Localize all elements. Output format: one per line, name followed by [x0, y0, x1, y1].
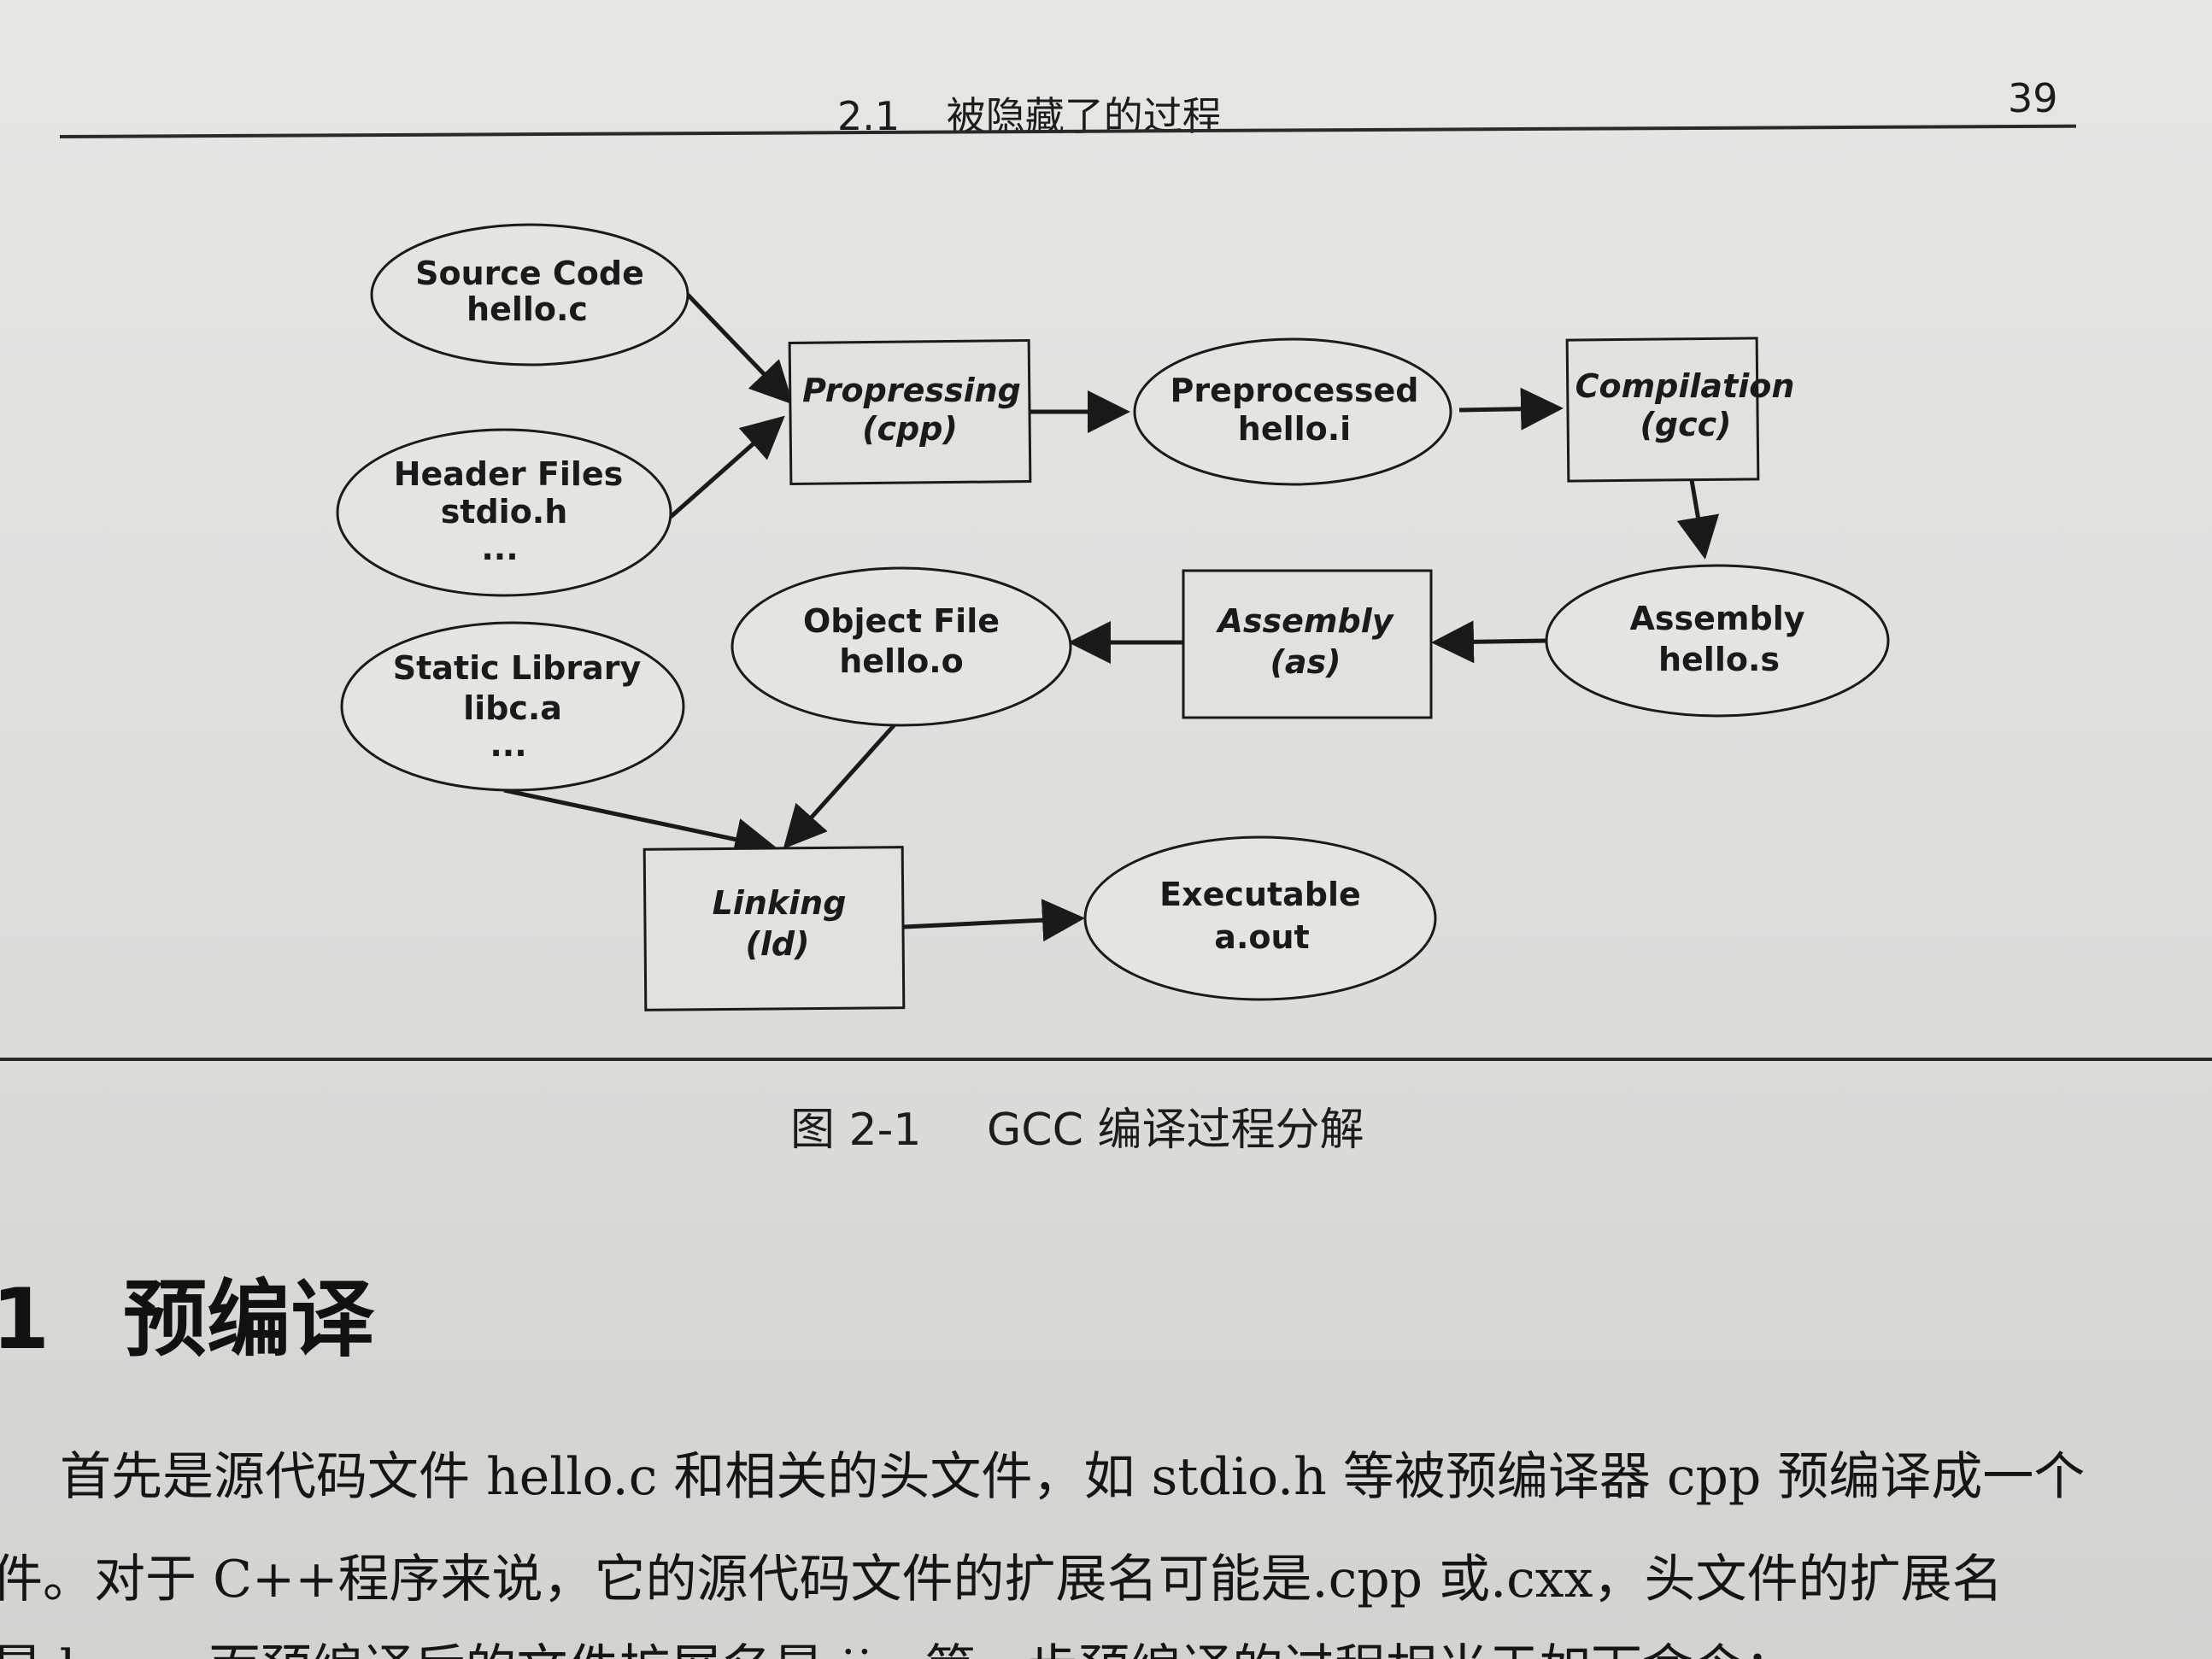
label-assembly-file-line2: hello.s [1658, 641, 1780, 678]
label-static-library-line2: libc.a [463, 689, 562, 727]
label-object-file-line1: Object File [803, 602, 1000, 640]
node-static-library [340, 621, 685, 792]
arrow-preprocessed-to-gcc [1458, 387, 1564, 431]
arrow-source-to-cpp [686, 293, 794, 405]
node-executable [1083, 835, 1437, 1001]
label-static-library-line1: Static Library [393, 649, 642, 687]
arrow-library-to-ld [503, 788, 777, 861]
arrow-assembly-file-to-as [1431, 620, 1549, 664]
body-paragraph-line: 首先是源代码文件 hello.c 和相关的头文件，如 stdio.h 等被预编译… [60, 1447, 2086, 1507]
label-static-library-line3: ... [490, 726, 526, 764]
node-object-file [730, 566, 1072, 727]
arrow-object-to-ld [783, 720, 899, 849]
arrow-ld-to-executable [903, 899, 1085, 942]
figure-number: 图 2-1 [790, 1105, 922, 1156]
node-linking [642, 846, 906, 1011]
figure-title: GCC 编译过程分解 [987, 1105, 1364, 1156]
label-executable-line2: a.out [1214, 918, 1309, 956]
node-source-code [370, 223, 689, 366]
label-object-file-line2: hello.o [839, 642, 964, 680]
node-compilation [1565, 337, 1760, 483]
arrow-headers-to-cpp [669, 415, 785, 519]
label-preprocessed-line1: Preprocessed [1171, 372, 1419, 409]
figure-bottom-rule [0, 1058, 2212, 1061]
label-source-code-line1: Source Code [415, 255, 644, 292]
label-assembly-step-line2: (as) [1270, 643, 1341, 681]
label-header-files-line3: ... [481, 530, 518, 567]
section-heading: 1 预编译 [0, 1252, 374, 1373]
node-propressing [788, 339, 1032, 485]
body-paragraph-line: 件。对于 C++程序来说，它的源代码文件的扩展名可能是.cpp 或.cxx，头文… [0, 1550, 2004, 1609]
node-assembly-file [1545, 564, 1890, 718]
section-number: 1 [0, 1271, 50, 1369]
label-compilation-line1: Compilation [1575, 367, 1795, 405]
label-assembly-step-line1: Assembly [1215, 602, 1394, 640]
label-source-code-line2: hello.c [466, 290, 588, 328]
node-preprocessed [1133, 337, 1452, 486]
label-executable-line1: Executable [1159, 876, 1361, 913]
label-header-files-line1: Header Files [394, 455, 624, 493]
page-number: 39 [2008, 75, 2058, 121]
label-propressing-line1: Propressing [802, 372, 1021, 409]
figure-caption: 图 2-1 GCC 编译过程分解 [790, 1093, 1364, 1158]
section-title: 预编译 [123, 1271, 375, 1369]
node-assembly-step [1182, 569, 1433, 719]
label-compilation-line2: (gcc) [1640, 406, 1732, 443]
label-preprocessed-line2: hello.i [1238, 410, 1351, 448]
body-paragraph-line: 是.hpp，而预编译后的文件扩展名是.ii。第一步预编译的过程相当于如下命令： [0, 1627, 1796, 1659]
label-propressing-line2: (cpp) [862, 410, 958, 448]
arrow-gcc-to-assembly-file [1676, 479, 1720, 560]
label-linking-line2: (ld) [746, 925, 810, 963]
label-header-files-line2: stdio.h [441, 493, 568, 531]
node-header-files [336, 428, 672, 597]
label-linking-line1: Linking [713, 884, 847, 922]
label-assembly-file-line1: Assembly [1629, 600, 1804, 637]
